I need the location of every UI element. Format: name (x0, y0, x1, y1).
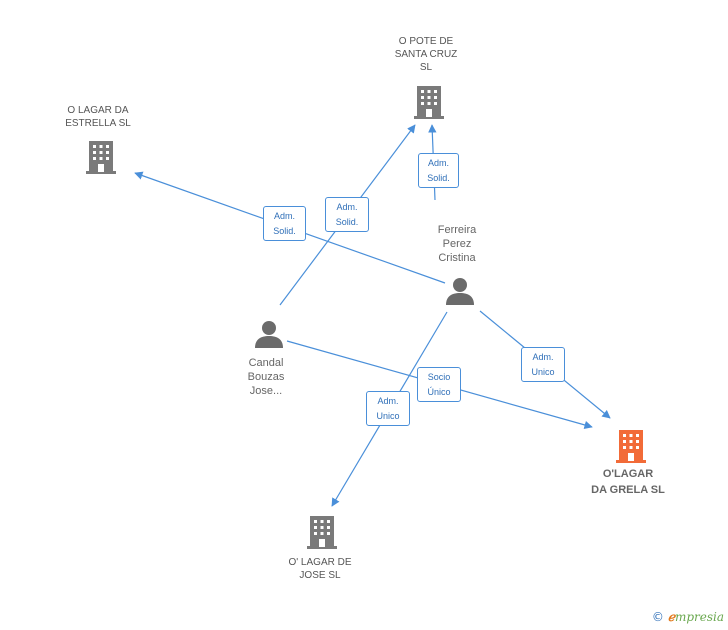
brand-e: ℯ (667, 610, 675, 624)
person-icon (446, 278, 474, 305)
building-icon (414, 86, 444, 119)
building-icon (307, 516, 337, 549)
person-icon (255, 321, 283, 348)
copyright-icon: © (651, 610, 664, 624)
edge-label-ferreira-jose[interactable]: Adm. Unico (366, 391, 410, 426)
building-icon (616, 430, 646, 463)
person-label-ferreira[interactable]: Ferreira Perez Cristina (437, 224, 477, 264)
company-label-olagar-grela[interactable]: O'LAGAR DA GRELA SL (591, 468, 665, 496)
edge-label-candal-grela[interactable]: Socio Único (417, 367, 461, 402)
edge-label-ferreira-pote[interactable]: Adm. Solid. (418, 153, 459, 188)
person-label-candal[interactable]: Candal Bouzas Jose... (247, 357, 285, 397)
edge-label-ferreira-grela[interactable]: Adm. Unico (521, 347, 565, 382)
empresia-logo: ©ℯmpresia (652, 610, 724, 624)
brand-name: mpresia (674, 610, 724, 624)
building-icon (86, 141, 116, 174)
edge-label-ferreira-estrella[interactable]: Adm. Solid. (263, 206, 306, 241)
company-label-o-pote[interactable]: O POTE DE SANTA CRUZ SL (394, 36, 458, 73)
edge-label-candal-pote[interactable]: Adm. Solid. (325, 197, 369, 232)
company-label-olagar-jose[interactable]: O' LAGAR DE JOSE SL (288, 557, 352, 581)
company-label-o-lagar-estrella[interactable]: O LAGAR DA ESTRELLA SL (65, 105, 131, 129)
